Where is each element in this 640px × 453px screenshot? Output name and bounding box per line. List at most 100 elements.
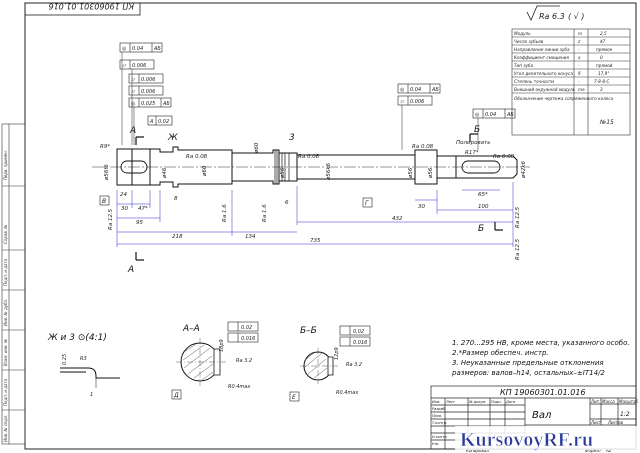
dimension-lines: [116, 182, 514, 247]
dim-roughness: Ra 12.5: [515, 238, 521, 260]
keyway-right: [461, 160, 501, 174]
note-line: 1. 270...295 HB, кроме места, указанного…: [452, 339, 630, 347]
param-name: Число зубьев: [514, 39, 544, 44]
title-sheets: Листов: [607, 420, 624, 425]
param-name: Направление линии зуба: [514, 47, 570, 52]
detail-dim-r3: R3: [80, 356, 87, 362]
title-mass: Масса: [602, 399, 615, 404]
dim-dia-r2: ø56: [428, 167, 434, 179]
view-label-3: 3: [289, 133, 295, 143]
dim-roughness: Ra 0.08: [298, 154, 320, 160]
param-symbol: x: [577, 55, 581, 60]
title-copied: Копировал: [466, 448, 489, 453]
gdt-value: 0.006: [410, 99, 424, 105]
dim-roughness: Ra 1.6: [222, 204, 228, 222]
param-name: Тип зуба: [514, 63, 534, 68]
section-aa-ra: Ra 3.2: [236, 358, 252, 364]
side-stamp-label: Инв. № подл.: [3, 414, 8, 442]
param-value: 2,5: [600, 31, 607, 36]
cut-label-a-top: A: [129, 126, 136, 136]
section-bb-ra: Ra 3.2: [346, 362, 362, 368]
gdt-value: 0.006: [141, 77, 155, 83]
note-line: 3. Неуказанные предельные отклонения: [452, 359, 604, 367]
note-line: размеров: валов–h14, остальных–±IT14/2: [451, 369, 605, 377]
cut-marks: [135, 133, 503, 261]
gdt-symbol: ⌭: [400, 99, 405, 105]
param-name: Модуль: [514, 31, 531, 36]
watermark-brand: KursovoyRF.ru: [460, 429, 593, 451]
gdt-datum: AБ: [431, 87, 439, 93]
datum-boxes: [99, 195, 373, 402]
detail-dim-025: 0.25: [62, 354, 68, 365]
title-row-label: Утв.: [432, 442, 439, 446]
gdt-value: 0.016: [353, 340, 367, 346]
title-scale-value: 1:2: [620, 411, 630, 418]
section-bb-r: R0.4max: [336, 390, 358, 396]
datum-e: Е: [292, 394, 296, 401]
dim-roughness: Ra 0.08: [412, 144, 434, 150]
title-row-label: Подп.: [491, 400, 502, 404]
title-row-label: Разраб.: [432, 407, 446, 411]
param-value: 7-8-8-С: [594, 79, 610, 84]
param-name: Внешний окружной модуль: [514, 87, 576, 92]
param-value: прямой: [596, 63, 613, 68]
dim-r17: R17*: [465, 150, 479, 156]
gdt-datum: AБ: [153, 46, 161, 52]
param-value: №15: [599, 119, 614, 126]
dimension-texts: R9* ø56f6 ø46 Ra 0.08 ø60 ø60 ø56 ø56k6 …: [100, 142, 527, 260]
param-value: 3: [600, 87, 603, 92]
detail-title: Ж и 3 ⊙(4:1): [47, 333, 107, 343]
technical-notes: 1. 270...295 HB, кроме места, указанного…: [451, 339, 630, 377]
cut-label-a-bottom: A: [127, 265, 134, 275]
section-aa-dim: 18p9: [219, 339, 225, 352]
roughness-bracket: ( √ ): [568, 12, 584, 21]
dim-dia-mid2: ø56k6: [326, 162, 332, 181]
gdt-symbol: ⌭: [131, 89, 136, 95]
gdt-value: 0.02: [353, 329, 364, 335]
watermark-logo: KursovoyRF.ru: [455, 426, 638, 451]
title-row-label: Н.контр.: [432, 435, 448, 439]
dim-roughness: Ra 1.6: [262, 204, 268, 222]
title-row-label: № докум.: [468, 400, 486, 404]
gear-param-rows: Модуль m 2,5 Число зубьев z 47 Направлен…: [514, 31, 614, 126]
gdt-datum: A: [149, 119, 154, 125]
dim-roughness: Ra 0.08: [186, 154, 208, 160]
dim-100: 100: [478, 204, 489, 210]
title-name: Вал: [532, 410, 552, 421]
side-stamp-label: Перв. примен.: [3, 150, 8, 180]
detail-view: [60, 367, 120, 388]
gdt-value: 0.006: [141, 89, 155, 95]
param-value: 17,9°: [598, 71, 609, 76]
param-symbol: δ: [578, 71, 581, 76]
title-format-value: А2: [605, 448, 612, 453]
side-stamp-label: Справ. №: [3, 225, 8, 244]
gdt-value: 0.016: [241, 336, 255, 342]
param-symbol: z: [577, 39, 581, 44]
gdt-symbol: ⌭: [122, 63, 127, 69]
dim-218: 218: [172, 234, 183, 240]
side-stamp-label: Инв. № дубл.: [3, 299, 8, 326]
dim-95: 95: [136, 220, 143, 226]
datum-d: Д: [173, 392, 179, 399]
datum-g: Г: [365, 200, 369, 207]
dim-r9: R9*: [100, 144, 110, 150]
gdt-value: 0.04: [410, 87, 421, 93]
gdt-symbol: ⌭: [131, 77, 136, 83]
param-name: Угол делительного конуса: [514, 71, 573, 76]
section-bb-title: Б–Б: [300, 326, 317, 336]
section-bb: [300, 348, 338, 384]
cut-label-b-top: Б: [474, 125, 480, 135]
param-value: 47: [600, 39, 606, 44]
dim-134: 134: [245, 234, 256, 240]
section-aa-title: А–А: [182, 324, 200, 334]
dim-6: 6: [285, 200, 289, 206]
title-scale: Масштаб: [619, 399, 639, 404]
title-row-label: Дата: [505, 400, 515, 404]
section-aa-r: R0.4max: [228, 384, 250, 390]
gdt-symbol: ◎: [131, 101, 136, 107]
side-stamp-label: Подп. и дата: [3, 258, 8, 286]
ring-grooves: [274, 150, 290, 184]
side-stamp-label: Взам. инв. №: [3, 339, 8, 366]
title-row-label: Т.контр.: [432, 421, 447, 425]
